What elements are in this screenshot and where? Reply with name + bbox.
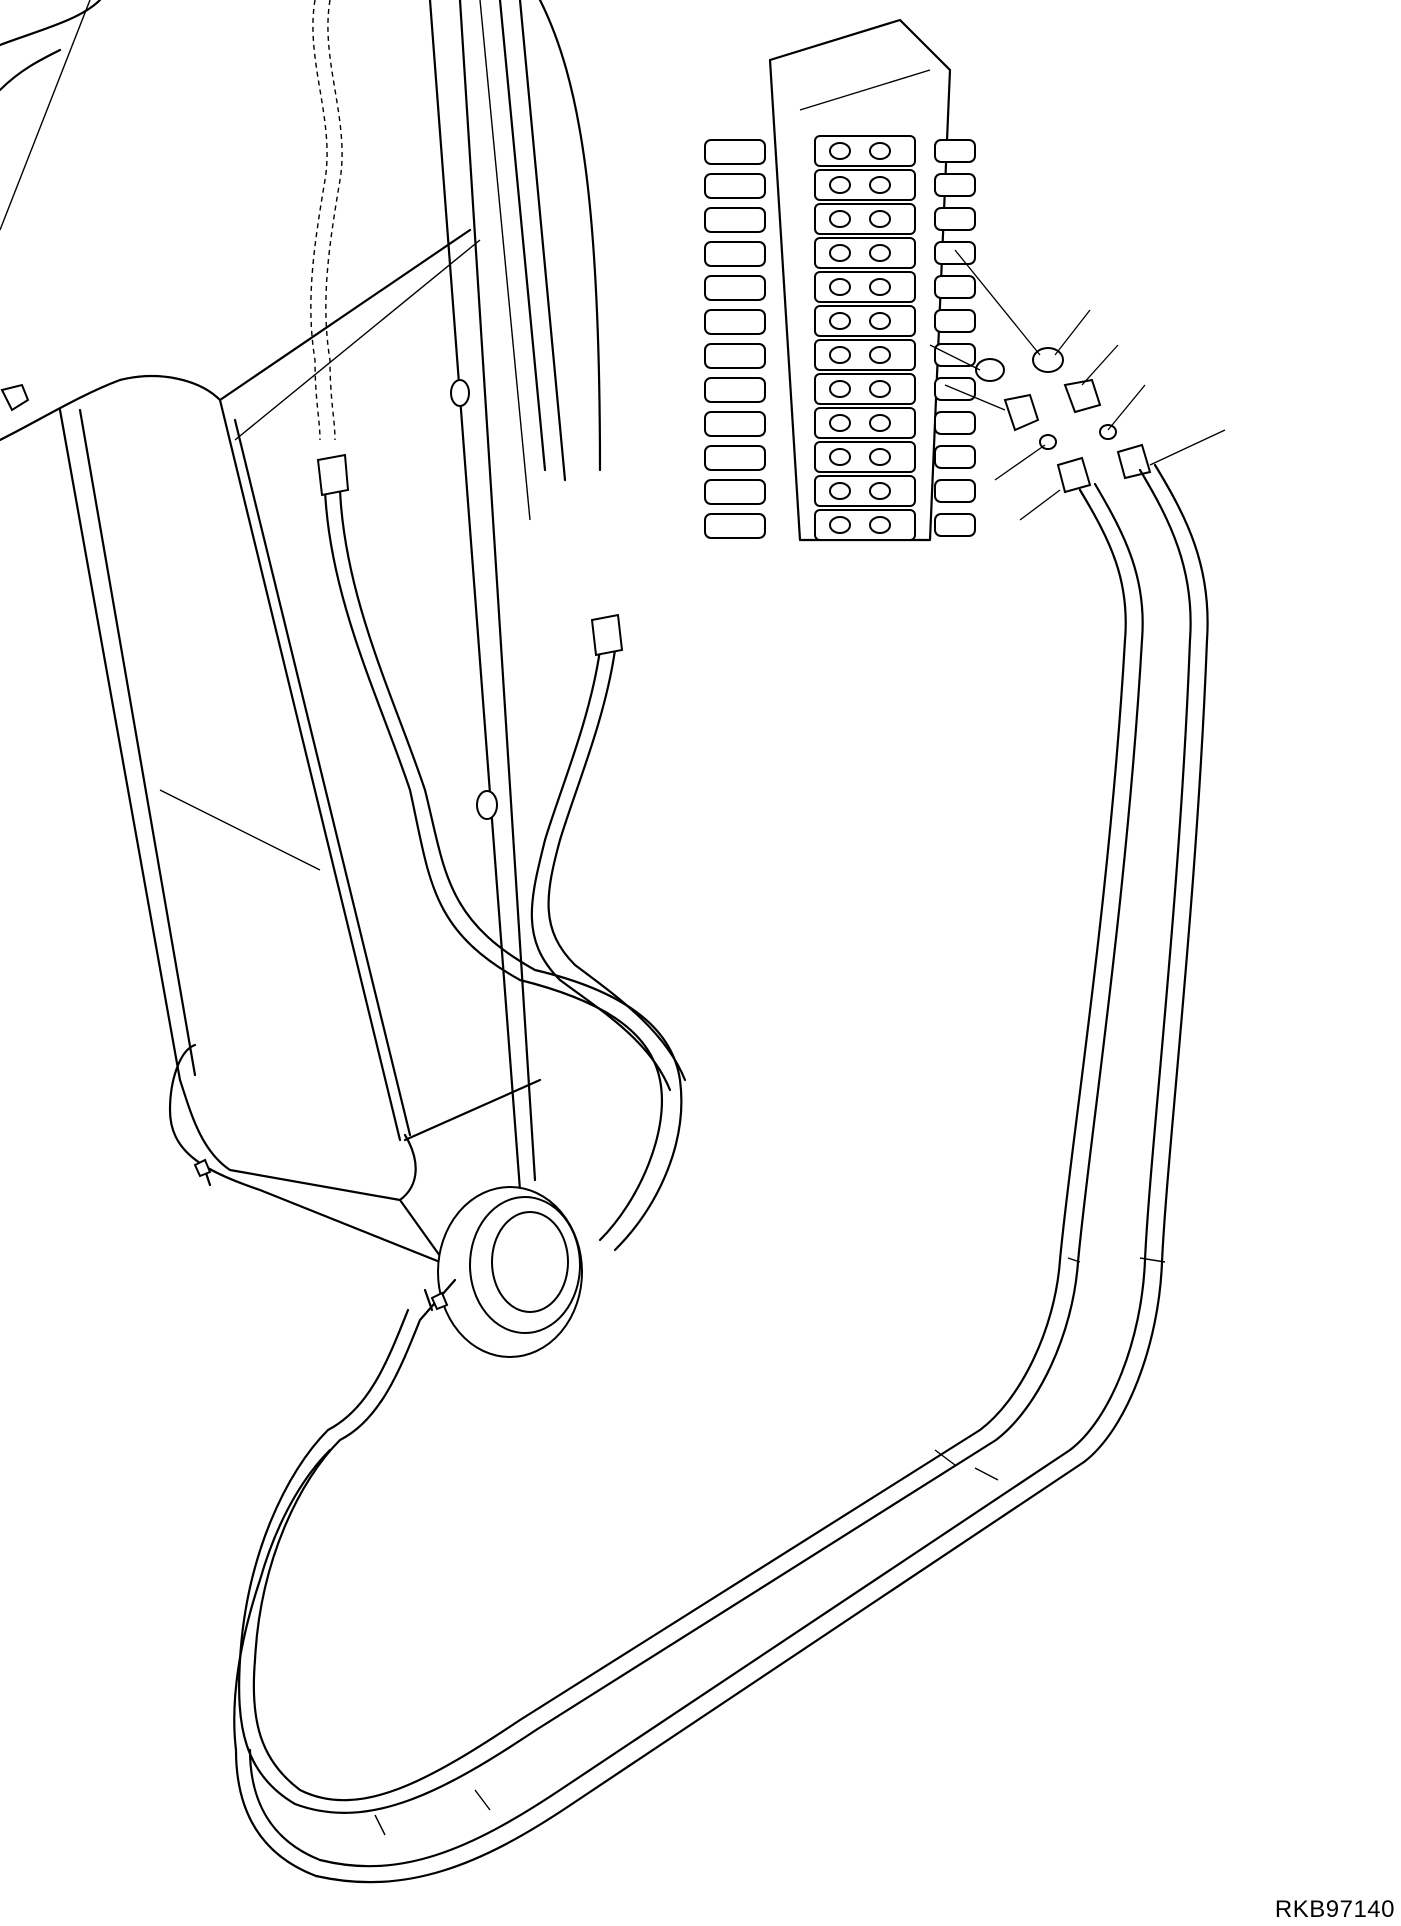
hose-center-short [530, 613, 687, 1092]
valve-port [829, 210, 851, 228]
valve-spool-right [934, 513, 976, 537]
adapter-1 [1003, 393, 1040, 432]
valve-spool-right [934, 207, 976, 231]
valve-spool-right [934, 139, 976, 163]
o-ring-1 [975, 358, 1005, 382]
valve-port [829, 482, 851, 500]
callout-leaders [994, 309, 1226, 521]
valve-spool-left [704, 173, 766, 199]
valve-port [869, 414, 891, 432]
boom-pivot-bore [491, 1211, 569, 1313]
valve-port [869, 142, 891, 160]
fittings [929, 249, 1152, 494]
valve-port [829, 346, 851, 364]
boom-body [0, 0, 602, 1358]
valve-port [869, 244, 891, 262]
valve-port [829, 278, 851, 296]
valve-spool-left [704, 513, 766, 539]
valve-spool-left [704, 275, 766, 301]
valve-port [829, 312, 851, 330]
boss-upper [450, 379, 470, 407]
valve-spool-right [934, 411, 976, 435]
valve-port [869, 210, 891, 228]
valve-spool-right [934, 241, 976, 265]
drawing-code: RKB97140 [1274, 1896, 1395, 1923]
hose-long-2 [233, 463, 1209, 1884]
valve-port [869, 278, 891, 296]
valve-spool-right [934, 173, 976, 197]
grease-fitting-1 [193, 1158, 212, 1178]
hose-fitting-center [590, 613, 624, 657]
valve-port [869, 312, 891, 330]
valve-port [829, 380, 851, 398]
valve-spool-right [934, 309, 976, 333]
hose-bands [374, 1257, 1166, 1836]
valve-spool-right [934, 479, 976, 503]
valve-spool-right [934, 343, 976, 367]
valve-spool-left [704, 479, 766, 505]
valve-port [869, 516, 891, 534]
valve-spool-left [704, 411, 766, 437]
valve-spool-left [704, 139, 766, 165]
valve-port [869, 346, 891, 364]
bolt [0, 383, 30, 412]
valve-spool-left [704, 207, 766, 233]
valve-port [829, 448, 851, 466]
valve-port [829, 244, 851, 262]
hose-fitting-1 [1056, 456, 1092, 494]
adapter-2 [1063, 378, 1102, 414]
valve-spool-left [704, 377, 766, 403]
boss-lower [476, 790, 498, 820]
hose-long-1 [238, 482, 1144, 1814]
control-valve [704, 18, 976, 542]
valve-port [829, 516, 851, 534]
hose-fitting-2 [1116, 443, 1152, 480]
valve-spool-right [934, 445, 976, 469]
grease-fitting-2 [430, 1291, 449, 1311]
valve-port [829, 142, 851, 160]
valve-port [829, 176, 851, 194]
valve-spool-left [704, 241, 766, 267]
valve-spool-left [704, 445, 766, 471]
valve-port [869, 380, 891, 398]
valve-spool-left [704, 343, 766, 369]
valve-spool-right [934, 275, 976, 299]
valve-port [829, 414, 851, 432]
hose-fitting-left [316, 453, 350, 497]
o-ring-4 [1099, 424, 1117, 440]
hose-left-short [316, 453, 683, 1252]
valve-port [869, 176, 891, 194]
valve-port [869, 448, 891, 466]
valve-port [869, 482, 891, 500]
valve-spool-left [704, 309, 766, 335]
